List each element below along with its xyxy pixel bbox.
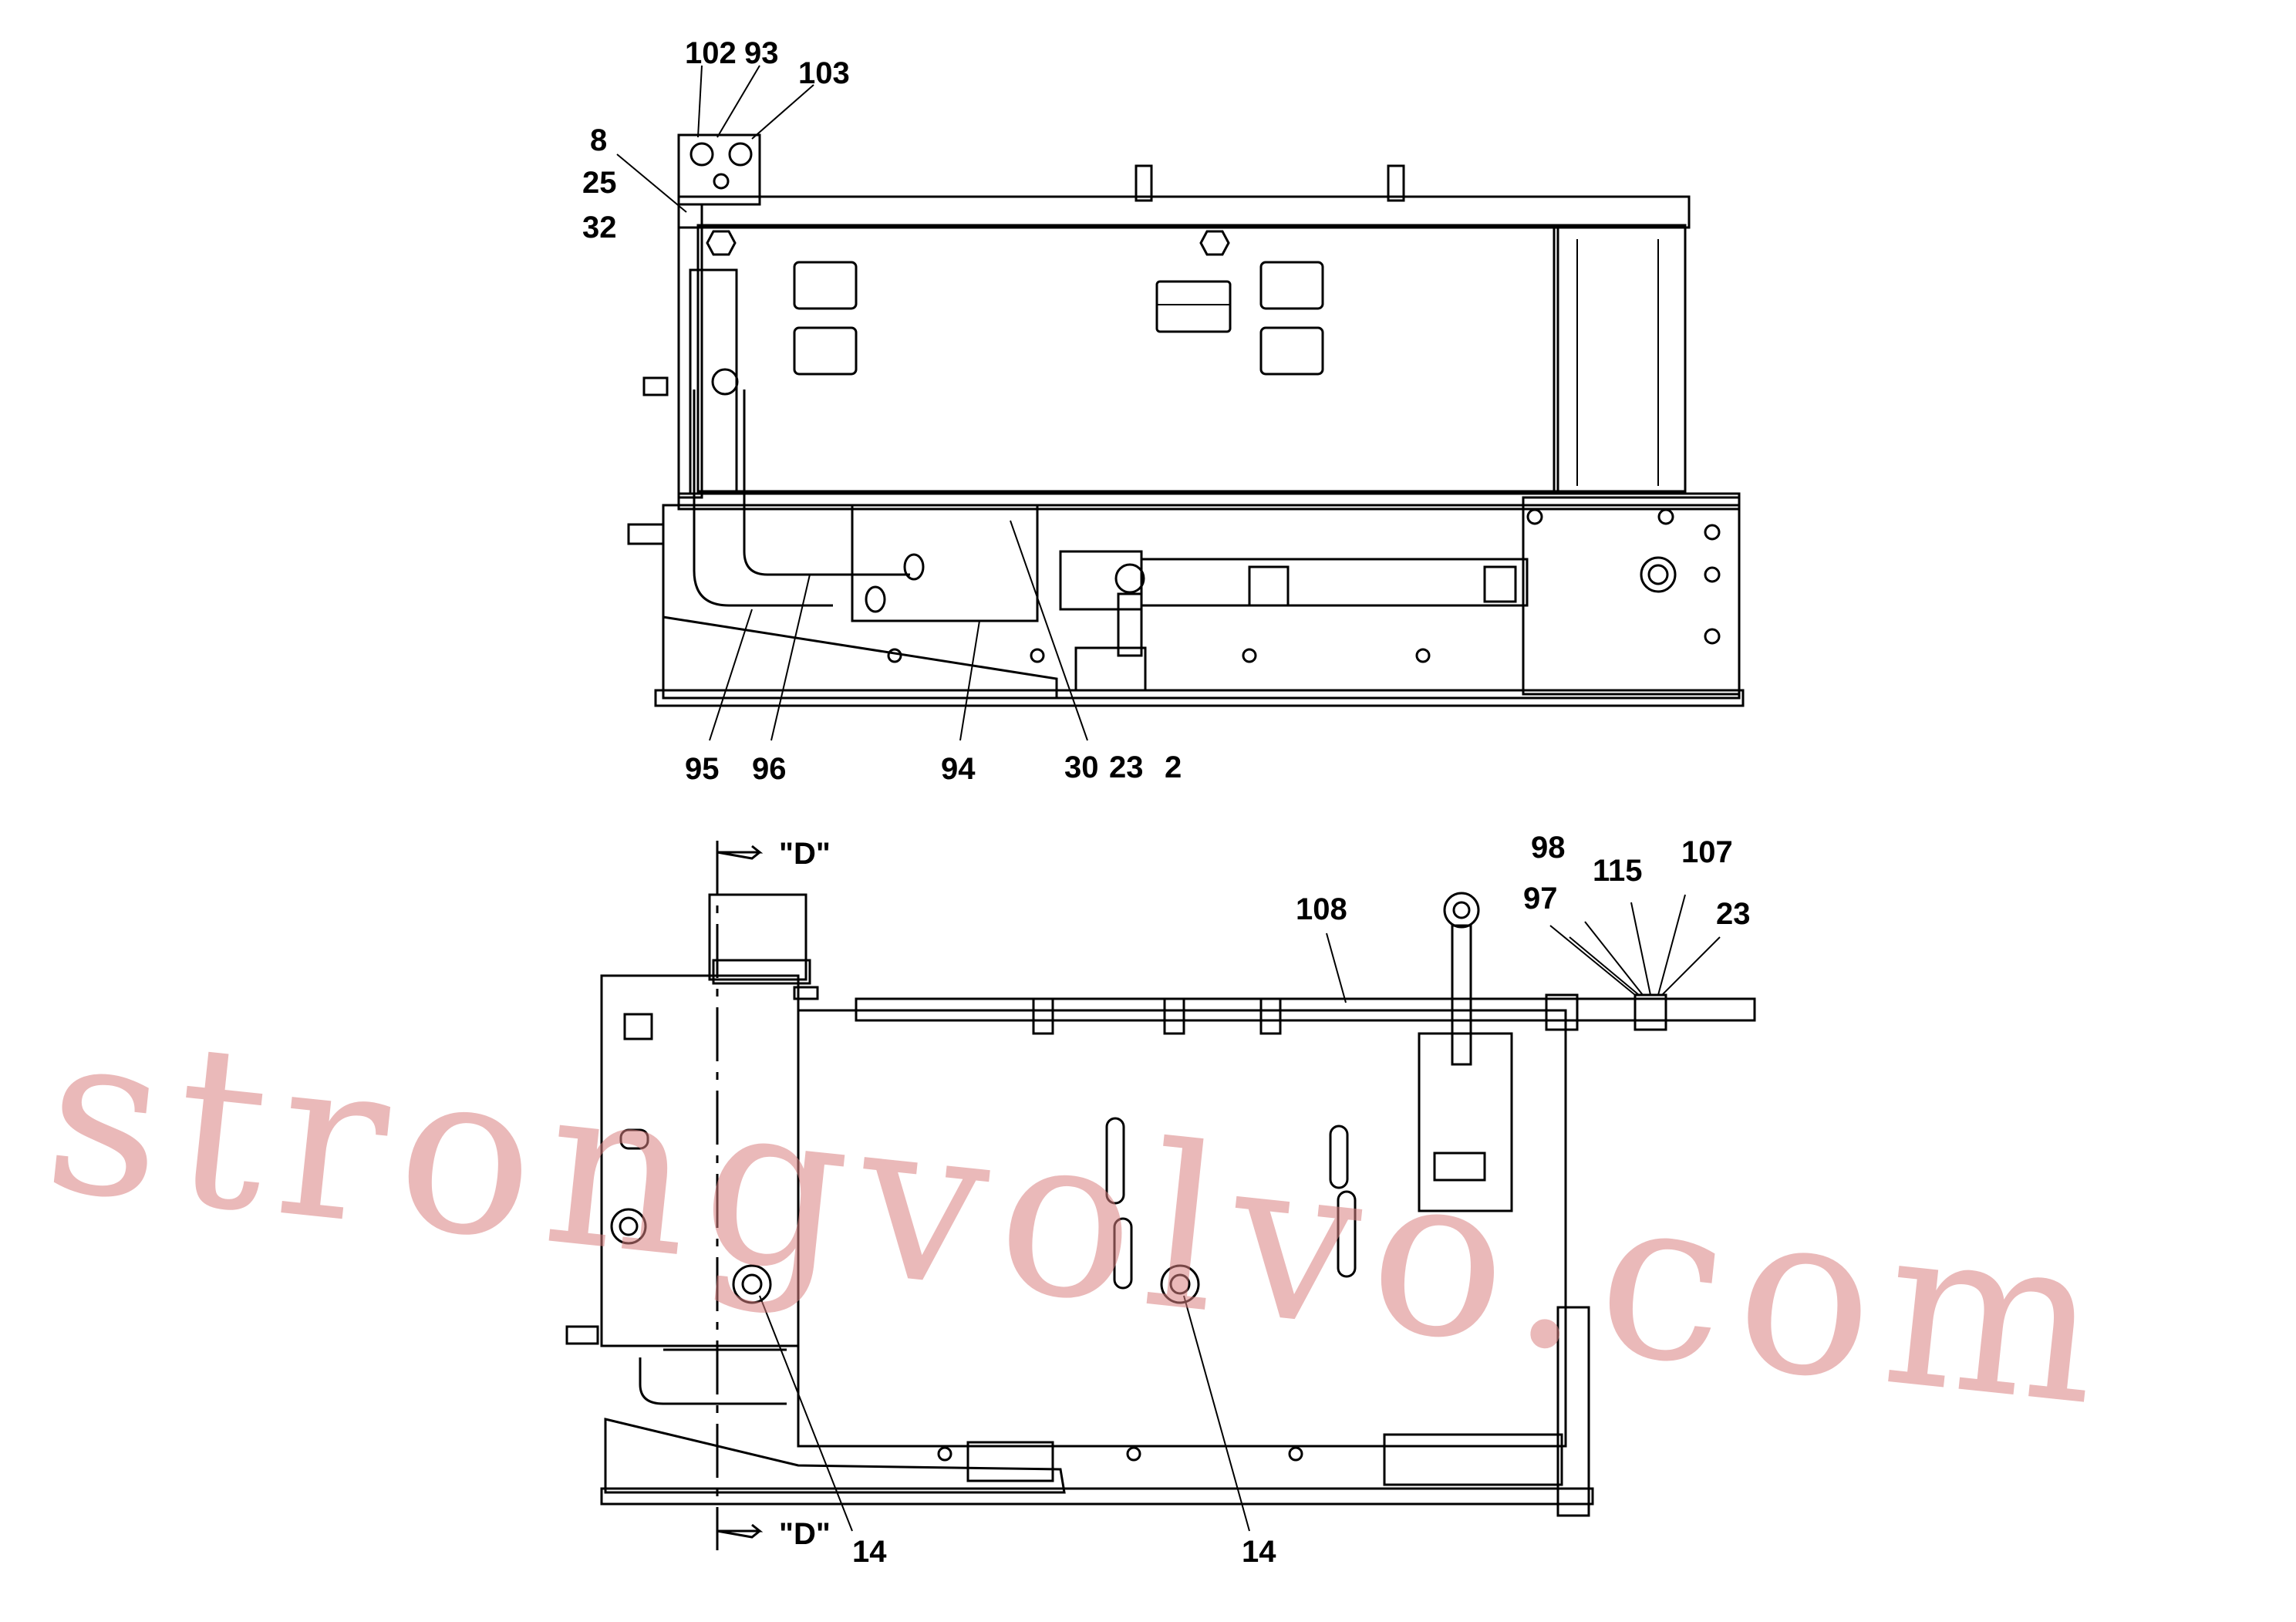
callout-2: 2 bbox=[1165, 750, 1182, 784]
callout-8: 8 bbox=[590, 123, 607, 157]
callout-93: 93 bbox=[744, 36, 779, 70]
callout-108: 108 bbox=[1296, 892, 1347, 926]
callout-103: 103 bbox=[798, 56, 850, 90]
callout-30: 30 bbox=[1064, 750, 1099, 784]
callout-107: 107 bbox=[1681, 835, 1733, 869]
callout-95: 95 bbox=[685, 752, 720, 786]
section-line-d bbox=[716, 841, 764, 1550]
callout-102: 102 bbox=[685, 36, 737, 70]
section-mark-top: "D" bbox=[779, 837, 831, 871]
callout-96: 96 bbox=[752, 752, 787, 786]
top-view-assembly bbox=[627, 133, 1745, 707]
callout-23-top: 23 bbox=[1109, 750, 1144, 784]
callout-32: 32 bbox=[582, 211, 617, 244]
front-view-assembly bbox=[565, 892, 1756, 1517]
callout-97: 97 bbox=[1523, 882, 1558, 916]
front-view-leaders bbox=[759, 894, 1721, 1532]
callout-94: 94 bbox=[941, 752, 976, 786]
top-view-leaders bbox=[616, 65, 1088, 741]
callout-115: 115 bbox=[1593, 854, 1643, 888]
callout-14-right: 14 bbox=[1242, 1535, 1276, 1569]
watermark: strongvolvo.com bbox=[35, 982, 2126, 1457]
callout-25: 25 bbox=[582, 166, 617, 200]
callout-23-front: 23 bbox=[1716, 897, 1751, 931]
callout-98: 98 bbox=[1531, 831, 1566, 865]
callout-labels: 102 93 103 8 25 32 95 96 94 30 23 2 "D" … bbox=[582, 36, 1751, 1569]
callout-14-left: 14 bbox=[852, 1535, 887, 1569]
section-mark-bottom: "D" bbox=[779, 1517, 831, 1551]
